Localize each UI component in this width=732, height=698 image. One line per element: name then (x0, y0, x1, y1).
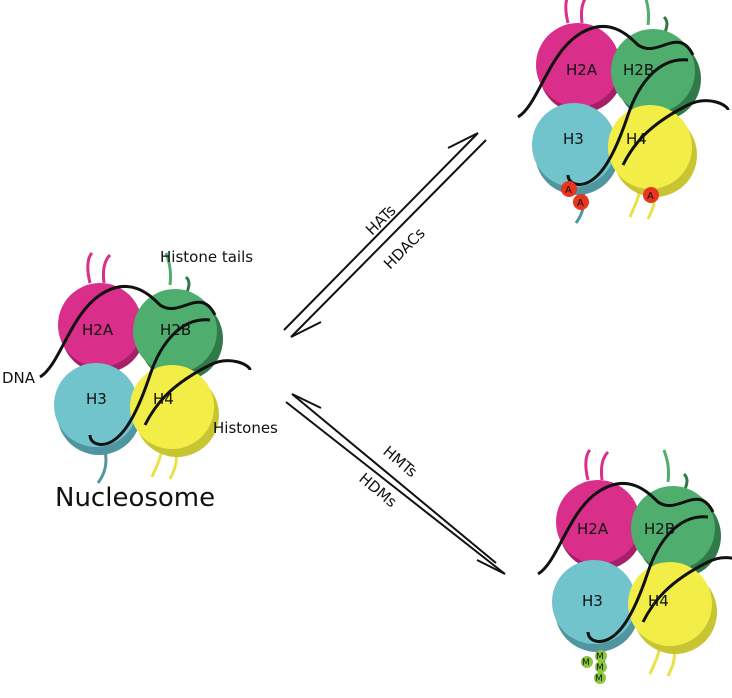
histone-label-h2b-bottom: H2B (644, 520, 675, 538)
svg-text:M: M (596, 652, 604, 662)
svg-text:M: M (595, 674, 603, 684)
histone-label-h2a-left: H2A (82, 321, 114, 339)
nucleosome-left (38, 251, 252, 485)
histone-tails-label: Histone tails (160, 248, 253, 266)
nucleosome-title: Nucleosome (55, 483, 215, 513)
histone-label-h3-bottom: H3 (582, 592, 603, 610)
histone-label-h3-left: H3 (86, 390, 107, 408)
nucleosome-acetylated (516, 0, 730, 225)
histone-label-h3-top: H3 (563, 130, 584, 148)
svg-text:M: M (582, 658, 590, 668)
histone-label-h4-bottom: H4 (648, 592, 669, 610)
svg-text:A: A (565, 185, 572, 196)
histone-label-h4-left: H4 (153, 390, 174, 408)
hdacs-label: HDACs (380, 224, 429, 273)
methylation-arrows (285, 393, 506, 575)
histone-label-h4-top: H4 (626, 130, 647, 148)
hdms-label: HDMs (355, 469, 400, 511)
methyl-mark-2: M (595, 650, 607, 662)
svg-text:A: A (577, 198, 584, 209)
histone-label-h2a-bottom: H2A (577, 520, 609, 538)
acetylation-arrows (283, 132, 487, 338)
methyl-mark-3: M (595, 661, 607, 673)
acetyl-mark-2: A (573, 194, 589, 210)
methyl-mark-4: M (594, 672, 606, 684)
svg-text:A: A (647, 191, 654, 202)
acetyl-mark-3: A (643, 187, 659, 203)
methyl-mark-1: M (581, 656, 593, 668)
hmts-label: HMTs (379, 442, 420, 481)
dna-label: DNA (2, 369, 36, 387)
histones-label: Histones (213, 419, 278, 437)
histone-label-h2b-top: H2B (623, 61, 654, 79)
svg-text:M: M (596, 663, 604, 673)
histone-label-h2a-top: H2A (566, 61, 598, 79)
nucleosome-methylated (536, 448, 732, 682)
histone-label-h2b-left: H2B (160, 321, 191, 339)
acetyl-mark-1: A (561, 181, 577, 197)
